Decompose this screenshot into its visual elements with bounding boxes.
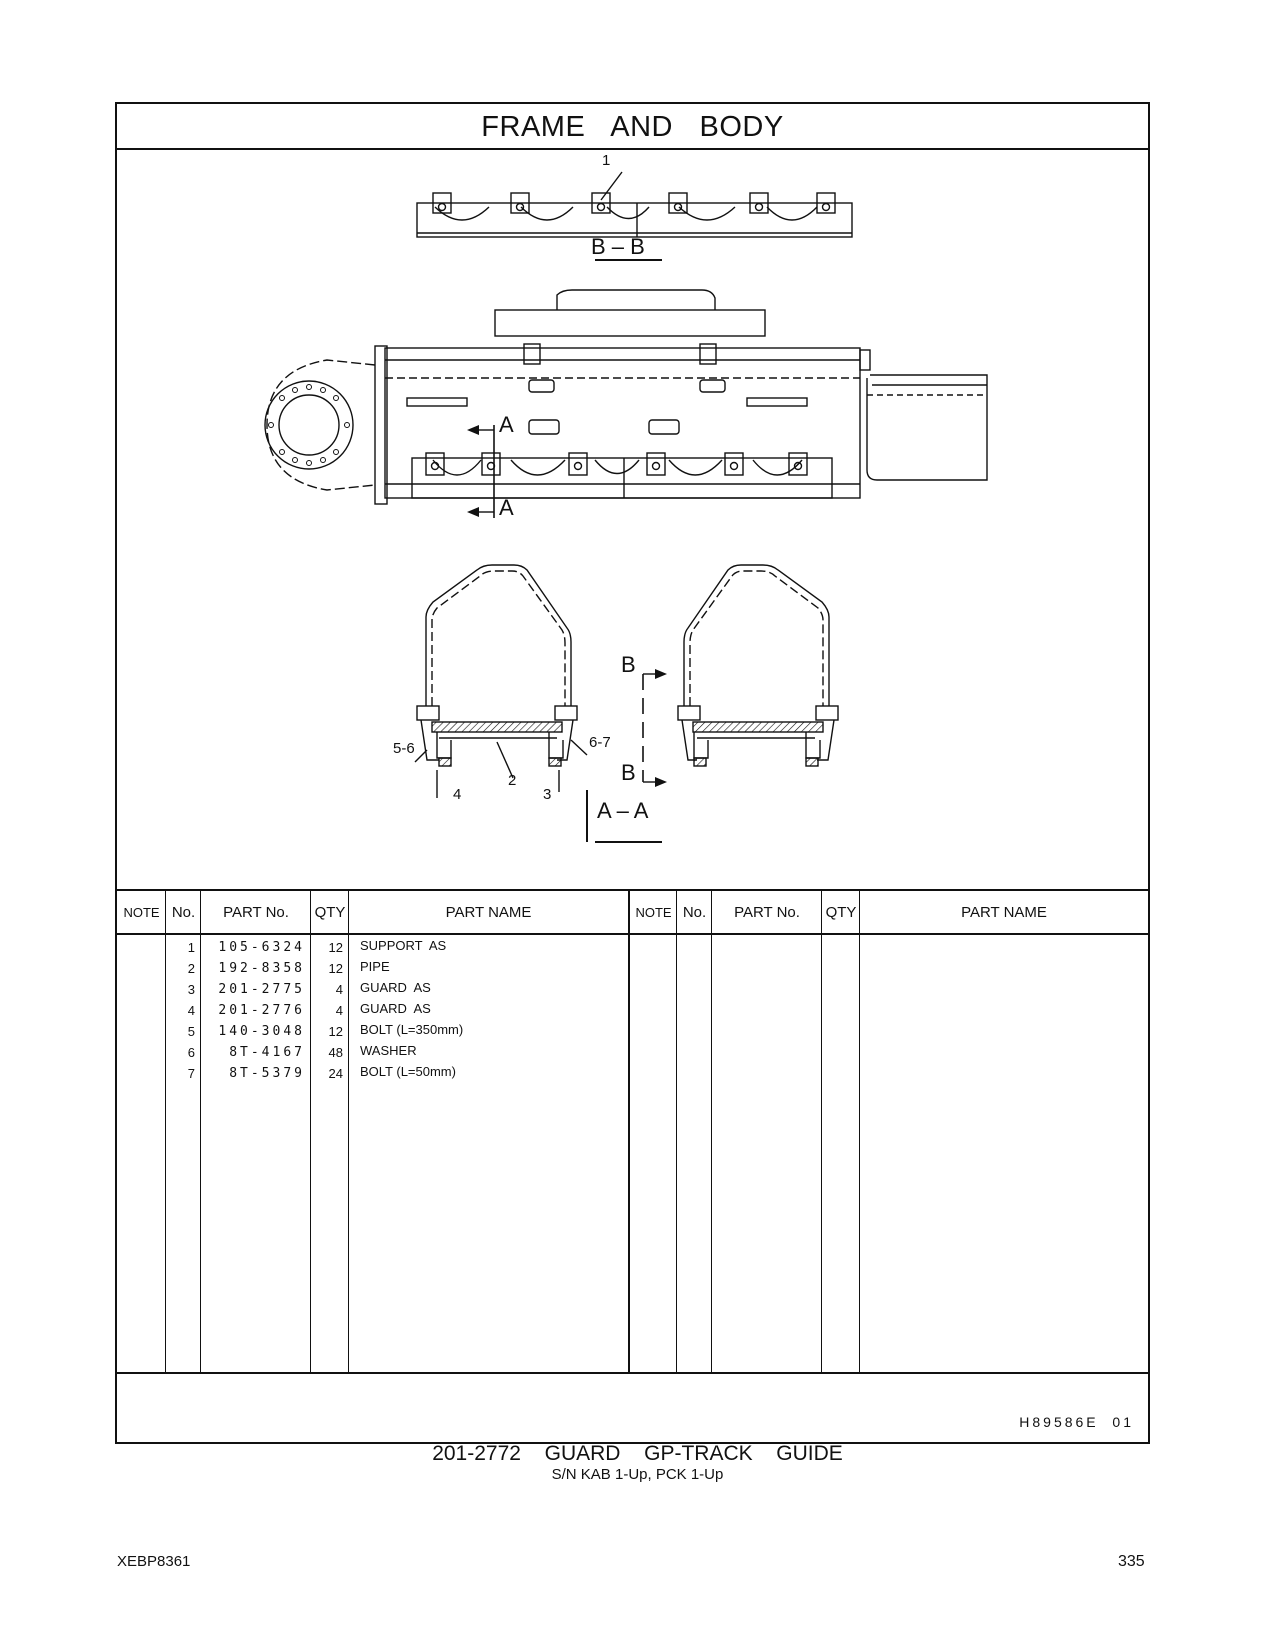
row-part-no: 8T-5379 bbox=[229, 1066, 305, 1081]
parts-table: NOTE No. PART No. QTY PART NAME NOTE No.… bbox=[117, 889, 1148, 1372]
row-part-name: PIPE bbox=[360, 959, 390, 974]
row-qty: 24 bbox=[328, 1066, 343, 1081]
header-qty-right: QTY bbox=[825, 904, 857, 921]
illustration-code: H89586E 01 bbox=[1019, 1414, 1134, 1430]
row-qty: 4 bbox=[335, 1003, 343, 1018]
row-no: 7 bbox=[187, 1066, 195, 1081]
parts-page-frame: FRAME AND BODY bbox=[115, 102, 1150, 1444]
row-part-name: BOLT (L=50mm) bbox=[360, 1064, 456, 1079]
section-a-top-label: A bbox=[499, 412, 514, 437]
header-part-no-right: PART No. bbox=[734, 904, 800, 921]
header-note: NOTE bbox=[123, 905, 160, 920]
callout-5-6: 5-6 bbox=[393, 740, 415, 757]
callout-6-7: 6-7 bbox=[589, 734, 611, 751]
callout-4: 4 bbox=[453, 786, 462, 803]
callout-1: 1 bbox=[602, 152, 611, 169]
page-title: FRAME AND BODY bbox=[117, 104, 1148, 150]
row-part-name: SUPPORT AS bbox=[360, 938, 447, 953]
group-title: 201-2772 GUARD GP-TRACK GUIDE bbox=[432, 1442, 843, 1465]
row-part-name: BOLT (L=350mm) bbox=[360, 1022, 464, 1037]
row-part-name: GUARD AS bbox=[360, 1001, 431, 1016]
row-qty: 12 bbox=[328, 940, 343, 955]
row-no: 2 bbox=[187, 961, 195, 976]
row-qty: 48 bbox=[328, 1045, 343, 1060]
row-no: 3 bbox=[187, 982, 195, 997]
row-no: 4 bbox=[187, 1003, 195, 1018]
section-aa-label: A – A bbox=[597, 798, 649, 823]
row-qty: 4 bbox=[335, 982, 343, 997]
illustration-footer: H89586E 01 bbox=[117, 1372, 1148, 1444]
callout-3: 3 bbox=[543, 786, 552, 803]
header-part-name-right: PART NAME bbox=[961, 904, 1047, 921]
view-bb-guard-strip bbox=[416, 171, 853, 261]
header-qty: QTY bbox=[314, 904, 346, 921]
section-b-top-label: B bbox=[621, 652, 636, 677]
header-part-name: PART NAME bbox=[445, 904, 532, 921]
side-view-track-frame bbox=[264, 289, 988, 518]
header-no: No. bbox=[171, 904, 196, 921]
document-id: XEBP8361 bbox=[117, 1553, 191, 1570]
section-bb-label: B – B bbox=[591, 234, 645, 259]
row-part-no: 8T-4167 bbox=[229, 1045, 305, 1060]
row-part-no: 201-2775 bbox=[218, 982, 305, 997]
header-note-right: NOTE bbox=[635, 905, 672, 920]
row-part-no: 140-3048 bbox=[218, 1024, 305, 1039]
page-number: 335 bbox=[1118, 1553, 1145, 1570]
row-part-no: 105-6324 bbox=[218, 940, 305, 955]
row-part-name: GUARD AS bbox=[360, 980, 431, 995]
table-header bbox=[117, 891, 1148, 935]
row-no: 6 bbox=[187, 1045, 195, 1060]
row-part-name: WASHER bbox=[360, 1043, 417, 1058]
row-qty: 12 bbox=[328, 961, 343, 976]
view-aa-right bbox=[677, 564, 839, 767]
row-part-no: 201-2776 bbox=[218, 1003, 305, 1018]
bb-cut-line bbox=[642, 673, 655, 783]
row-part-no: 192-8358 bbox=[218, 961, 305, 976]
section-b-bottom-label: B bbox=[621, 760, 636, 785]
section-a-bottom-label: A bbox=[499, 495, 514, 520]
view-aa-left bbox=[416, 564, 578, 798]
row-no: 5 bbox=[187, 1024, 195, 1039]
parts-illustration bbox=[264, 171, 988, 843]
callout-2: 2 bbox=[508, 772, 517, 789]
header-no-right: No. bbox=[682, 904, 707, 921]
row-qty: 12 bbox=[328, 1024, 343, 1039]
header-part-no: PART No. bbox=[223, 904, 289, 921]
serial-range: S/N KAB 1-Up, PCK 1-Up bbox=[551, 1466, 724, 1483]
row-no: 1 bbox=[187, 940, 195, 955]
